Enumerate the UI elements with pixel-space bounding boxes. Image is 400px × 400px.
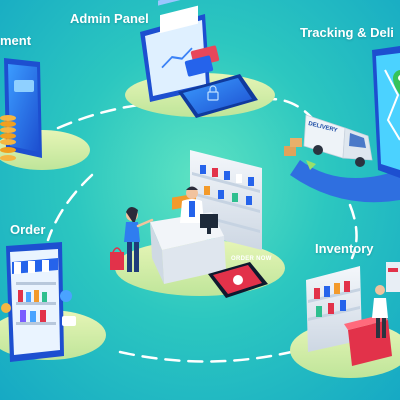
label-admin-panel: Admin Panel <box>70 11 149 26</box>
customer-icon <box>124 206 154 272</box>
computer-monitor <box>200 214 218 234</box>
shopping-bag-icon <box>110 247 124 270</box>
center-pharmacy-illustration <box>110 150 285 298</box>
coin-stack-icon <box>0 115 16 161</box>
order-now-phone <box>208 262 268 298</box>
pharmacist-icon <box>180 186 204 223</box>
tracking-illustration <box>284 46 400 203</box>
order-now-text: ORDER NOW <box>231 256 272 262</box>
label-tracking-delivery: Tracking & Deli <box>300 25 394 40</box>
inventory-worker <box>372 285 388 338</box>
admin-panel-illustration <box>125 0 275 118</box>
shop-awning <box>12 258 58 274</box>
payment-illustration <box>0 58 90 170</box>
label-order: Order <box>10 222 46 237</box>
truck-icon <box>303 114 373 167</box>
label-payment: ment <box>0 33 32 48</box>
lock-icon <box>207 85 219 101</box>
order-illustration <box>0 242 106 362</box>
inventory-illustration <box>290 262 400 378</box>
label-inventory: Inventory <box>315 241 374 256</box>
credit-card-icon <box>184 45 220 77</box>
medicine-bottles <box>200 165 254 205</box>
